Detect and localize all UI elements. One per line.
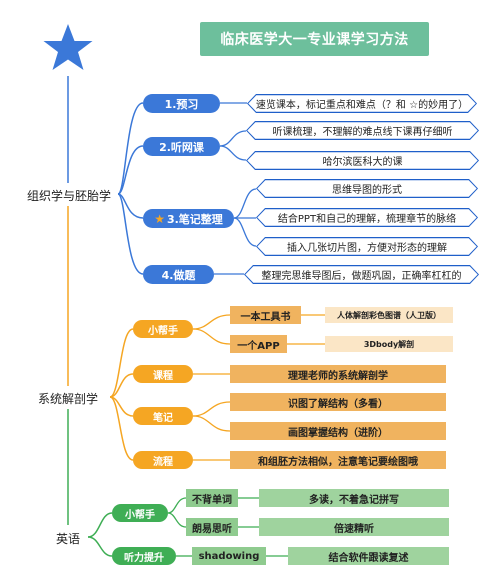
node-anatomy-process: 流程 [133,451,193,469]
note-exercise: 整理完思维导图后，做题巩固，正确率杠杠的 [244,265,479,284]
node-notes: ★3.笔记整理 [143,209,234,228]
note-notes-1: 思维导图的形式 [256,179,478,198]
section-label-anatomy: 系统解剖学 [38,392,99,406]
node-english-helper: 小帮手 [112,504,168,522]
star-icon: ★ [154,211,165,226]
page-title: 临床医学大一专业课学习方法 [200,22,429,56]
note-langyisiting: 倍速精听 [259,518,449,536]
note-listen-1: 听课梳理，不理解的难点线下课再仔细听 [246,121,479,140]
note-preview: 速览课本，标记重点和难点（？和 ☆的妙用了） [247,94,477,113]
node-preview: 1.预习 [143,94,220,113]
note-notes-2: 结合PPT和自己的理解，梳理章节的脉络 [256,208,478,227]
tool-book: 一本工具书 [230,306,301,324]
section-label-histology: 组织学与胚胎学 [27,189,112,203]
tool-app: 一个APP [230,335,287,353]
node-anatomy-notes: 笔记 [133,407,193,425]
note-anatomy-process: 和组胚方法相似，注意笔记要绘图哦 [230,451,446,469]
tool-book-detail: 人体解剖彩色图谱（人卫版） [325,307,453,323]
node-anatomy-class: 课程 [133,365,193,383]
note-anatomy-class: 理理老师的系统解剖学 [230,365,446,383]
note-bubeidanci: 多读，不着急记拼写 [259,489,449,507]
node-anatomy-helper: 小帮手 [133,320,193,338]
app-langyisiting: 朗易思听 [186,518,238,536]
method-shadowing: shadowing [192,547,266,565]
note-shadowing: 结合软件跟读复述 [288,547,449,565]
node-listen: 2.听网课 [143,137,220,156]
app-bubeidanci: 不背单词 [186,489,238,507]
node-english-listening: 听力提升 [112,547,176,565]
note-anatomy-notes-1: 识图了解结构（多看） [230,393,446,411]
section-label-english: 英语 [56,532,81,546]
tool-app-detail: 3Dbody解剖 [325,336,453,352]
node-exercise: 4.做题 [143,265,214,284]
star-icon [43,24,93,70]
note-anatomy-notes-2: 画图掌握结构（进阶） [230,422,446,440]
note-listen-2: 哈尔滨医科大的课 [246,151,479,170]
note-notes-3: 插入几张切片图，方便对形态的理解 [256,237,478,256]
